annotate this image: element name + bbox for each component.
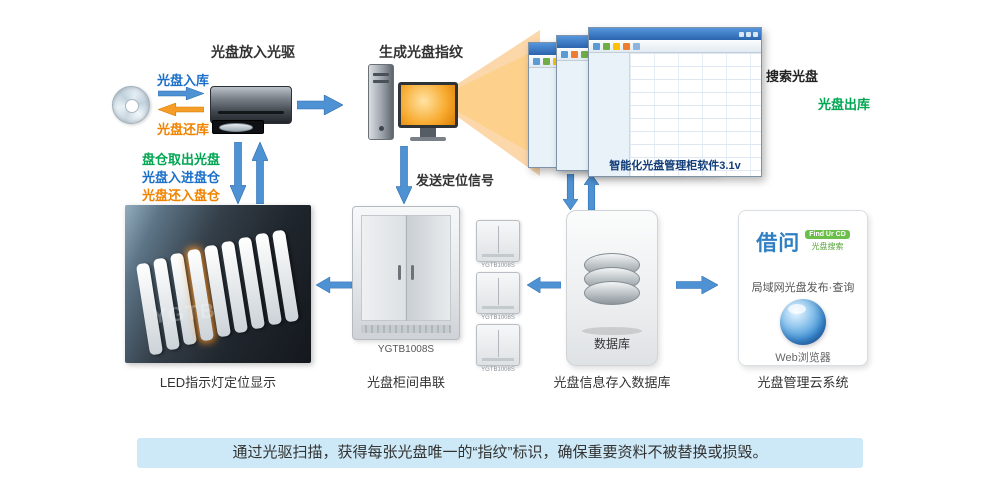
arrow-up-cabinet-to-drive-icon (252, 142, 268, 204)
arrow-down-pc-to-cabinet-icon (396, 146, 412, 204)
toolbar-button-icon (561, 50, 568, 58)
software-name-label: 智能化光盘管理柜软件3.1v (609, 160, 741, 172)
put-in-label: 光盘入进盘仓 (142, 170, 221, 185)
mini-cabinet-icon (476, 220, 520, 262)
arrow-right-db-to-cloud-icon (676, 276, 718, 294)
summary-banner: 通过光驱扫描，获得每张光盘唯一的“指纹”标识，确保重要资料不被替换或损毁。 (137, 438, 863, 468)
cabinet-divider (406, 215, 407, 321)
arrow-left-db-to-cabinets-icon (527, 277, 561, 293)
disc-in-label: 光盘入库 (157, 73, 210, 88)
led-display-photo: YGTB (125, 205, 311, 363)
led-caption: LED指示灯定位显示 (159, 375, 277, 390)
arrow-left-orange-icon (158, 103, 204, 116)
cd-disc-icon (112, 86, 150, 124)
pc-tower-icon (368, 64, 394, 140)
window-sidebar (589, 53, 631, 176)
database-icon (584, 253, 640, 305)
toolbar-button-icon (543, 57, 550, 65)
window-toolbar (589, 40, 761, 53)
mini-cabinet-label: YGTB1008S (481, 263, 515, 269)
cabinet-handle-icon (398, 265, 401, 280)
arrow-left-cabinet-to-led-icon (316, 277, 352, 293)
cabinet-handle-icon (411, 265, 414, 280)
drive-open-tray (212, 120, 264, 134)
brand-tag-badge: Find Ur CD (805, 230, 850, 239)
mini-cabinet-label: YGTB1008S (481, 315, 515, 321)
database-disk (584, 281, 640, 305)
cloud-system-card: 借问 Find Ur CD 光盘搜索 局域网光盘发布·查询 Web浏览器 (738, 210, 868, 366)
toolbar-button-icon (571, 50, 578, 58)
window-controls-icon (739, 31, 744, 37)
disc-drive-icon (210, 86, 292, 134)
arrow-right-drive-to-pc-icon (297, 95, 343, 115)
toolbar-button-icon (581, 50, 588, 58)
monitor-stand (420, 128, 436, 137)
toolbar-button-icon (613, 42, 620, 50)
mini-cabinet-icon (476, 272, 520, 314)
mini-cabinet-icon (476, 324, 520, 366)
toolbar-button-icon (603, 42, 610, 50)
monitor-base (410, 137, 446, 141)
arrow-down-screens-to-db-icon (563, 174, 578, 210)
pc-monitor-screen (401, 85, 455, 125)
database-caption: 光盘信息存入数据库 (553, 375, 671, 390)
cabinet-vent (361, 325, 451, 333)
mini-cabinet-label: YGTB1008S (481, 367, 515, 373)
cabinet-model-label: YGTB1008S (377, 344, 435, 355)
tray-disc-icon (219, 123, 253, 132)
drive-body (210, 86, 292, 124)
fingerprint-section-title: 生成光盘指纹 (379, 44, 463, 60)
window-body (589, 53, 761, 176)
cabinet-caption: 光盘柜间串联 (366, 375, 445, 390)
send-back-label: 光盘还入盘仓 (142, 188, 221, 203)
tower-slot (373, 73, 389, 76)
window-titlebar (589, 28, 761, 40)
brand-badges: Find Ur CD 光盘搜索 (805, 230, 850, 252)
drive-slot (218, 111, 284, 114)
cloud-caption: 光盘管理云系统 (757, 375, 849, 390)
arrow-down-drive-to-cabinet-icon (230, 142, 246, 204)
toolbar-button-icon (633, 42, 640, 50)
software-window-front: 智能化光盘管理柜软件3.1v (588, 27, 762, 177)
brand-subtitle: 光盘搜索 (811, 242, 844, 251)
database-panel: 数据库 (566, 210, 658, 366)
signal-label: 发送定位信号 (416, 173, 495, 188)
lan-publish-label: 局域网光盘发布·查询 (751, 282, 855, 294)
disc-out-label: 光盘出库 (818, 97, 871, 112)
window-controls-icon (746, 31, 751, 37)
disc-cabinet-icon (352, 206, 460, 340)
arrow-right-blue-icon (158, 87, 204, 100)
drive-section-title: 光盘放入光驱 (211, 44, 295, 60)
web-globe-icon (780, 299, 826, 345)
take-out-label: 盘仓取出光盘 (142, 152, 221, 167)
web-browser-label: Web浏览器 (775, 352, 831, 364)
power-button-icon (379, 126, 384, 131)
toolbar-button-icon (623, 42, 630, 50)
search-disc-label: 搜索光盘 (766, 69, 819, 84)
pc-monitor-icon (398, 82, 458, 128)
window-controls-icon (753, 31, 758, 37)
brand-name: 借问 (756, 232, 801, 255)
toolbar-button-icon (593, 42, 600, 50)
database-label: 数据库 (593, 337, 630, 351)
tower-slot (373, 80, 389, 83)
light-beam-icon (448, 30, 540, 176)
toolbar-button-icon (533, 57, 540, 65)
disc-return-label: 光盘还库 (157, 122, 210, 137)
arrow-up-db-to-screens-icon (584, 174, 599, 210)
database-shadow (582, 327, 642, 335)
brand-logo: 借问 Find Ur CD 光盘搜索 (739, 227, 867, 257)
window-table-grid (630, 53, 761, 176)
